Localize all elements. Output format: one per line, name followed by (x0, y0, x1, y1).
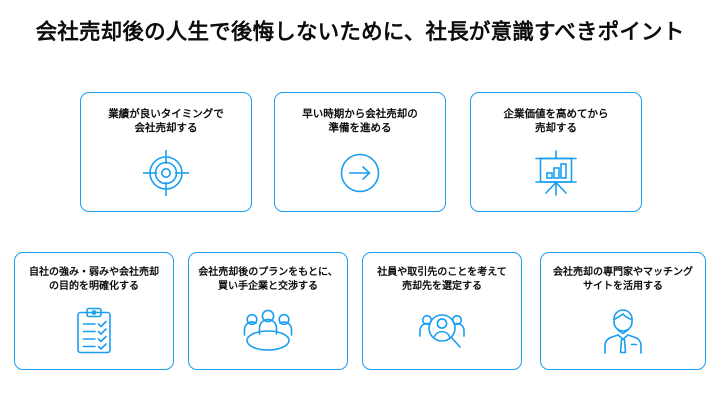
card-label: 会社売却後のプランをもとに、 買い手企業と交渉する (198, 267, 338, 292)
meeting-people-icon (240, 307, 296, 355)
card-icon-slot (189, 294, 347, 369)
card-icon-slot (471, 136, 641, 211)
card-label: 社員や取引先のことを考えて 売却先を選定する (377, 267, 507, 292)
card-label: 業績が良いタイミングで 会社売却する (108, 108, 224, 135)
card-icon-slot (15, 294, 173, 369)
businessman-icon (600, 306, 646, 356)
page-title: 会社売却後の人生で後悔しないために、社長が意識すべきポイント (35, 20, 685, 45)
clipboard-checklist-icon (71, 306, 117, 356)
card-early-preparation[interactable]: 早い時期から会社売却の 準備を進める (274, 92, 446, 212)
person-search-icon (416, 307, 468, 355)
card-label: 企業価値を高めてから 売却する (503, 108, 609, 135)
card-icon-slot (541, 294, 705, 369)
card-label: 早い時期から会社売却の 準備を進める (302, 108, 418, 135)
card-label: 会社売却の専門家やマッチング サイトを活用する (553, 267, 693, 292)
card-icon-slot (363, 294, 521, 369)
card-use-experts-and-matching-sites[interactable]: 会社売却の専門家やマッチング サイトを活用する (540, 252, 706, 370)
card-select-buyer-considering-stakeholders[interactable]: 社員や取引先のことを考えて 売却先を選定する (362, 252, 522, 370)
target-icon (140, 147, 192, 199)
card-timing-of-sale[interactable]: 業績が良いタイミングで 会社売却する (80, 92, 252, 212)
card-clarify-strengths-purpose[interactable]: 自社の強み・弱みや会社売却 の目的を明確化する (14, 252, 174, 370)
card-label: 自社の強み・弱みや会社売却 の目的を明確化する (29, 267, 159, 292)
presentation-chart-icon (530, 147, 582, 199)
arrow-circle-icon (336, 149, 384, 197)
card-raise-company-value[interactable]: 企業価値を高めてから 売却する (470, 92, 642, 212)
card-negotiate-with-buyer[interactable]: 会社売却後のプランをもとに、 買い手企業と交渉する (188, 252, 348, 370)
card-icon-slot (275, 136, 445, 211)
card-icon-slot (81, 136, 251, 211)
